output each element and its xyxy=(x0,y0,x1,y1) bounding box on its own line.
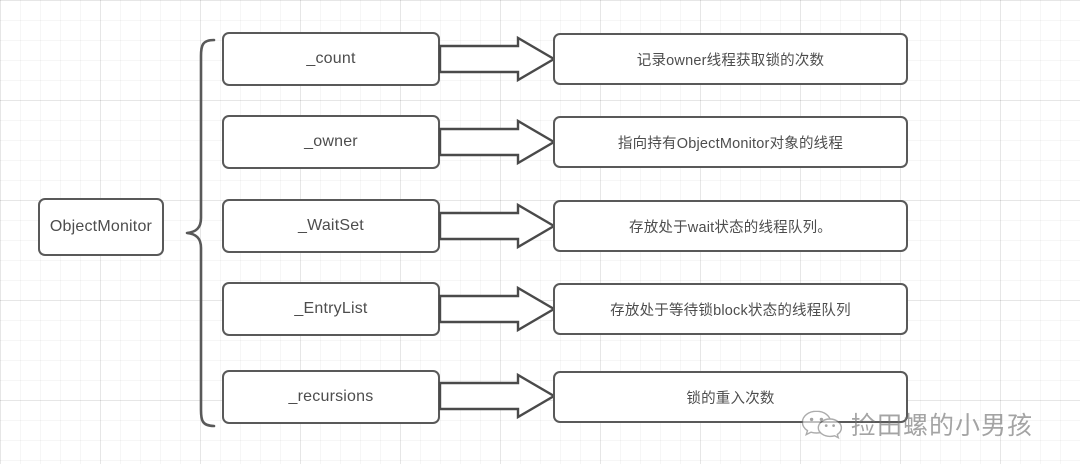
node-object-monitor[interactable]: ObjectMonitor xyxy=(38,198,164,256)
description-box-entrylist[interactable]: 存放处于等待锁block状态的线程队列 xyxy=(553,283,908,335)
curly-brace xyxy=(168,36,222,430)
field-label: _owner xyxy=(304,133,358,150)
field-label: _count xyxy=(306,50,356,67)
block-arrow-right-icon xyxy=(438,285,557,333)
description-label: 记录owner线程获取锁的次数 xyxy=(636,52,825,69)
description-label: 指向持有ObjectMonitor对象的线程 xyxy=(617,135,844,152)
field-box-entrylist[interactable]: _EntryList xyxy=(222,282,440,336)
node-object-monitor-label: ObjectMonitor xyxy=(49,218,153,235)
connector-arrow-entrylist xyxy=(438,285,557,333)
description-label: 存放处于等待锁block状态的线程队列 xyxy=(610,302,851,319)
block-arrow-right-icon xyxy=(438,35,557,83)
field-label: _recursions xyxy=(288,388,374,405)
description-box-count[interactable]: 记录owner线程获取锁的次数 xyxy=(553,33,908,85)
connector-arrow-waitset xyxy=(438,202,557,250)
connector-arrow-owner xyxy=(438,118,557,166)
field-box-recursions[interactable]: _recursions xyxy=(222,370,440,424)
description-box-owner[interactable]: 指向持有ObjectMonitor对象的线程 xyxy=(553,116,908,168)
connector-arrow-count xyxy=(438,35,557,83)
field-box-count[interactable]: _count xyxy=(222,32,440,86)
block-arrow-right-icon xyxy=(438,372,557,420)
connector-arrow-recursions xyxy=(438,372,557,420)
description-box-recursions[interactable]: 锁的重入次数 xyxy=(553,371,908,423)
field-label: _WaitSet xyxy=(298,217,364,234)
block-arrow-right-icon xyxy=(438,202,557,250)
field-box-owner[interactable]: _owner xyxy=(222,115,440,169)
curly-brace-icon xyxy=(185,38,216,428)
block-arrow-right-icon xyxy=(438,118,557,166)
field-label: _EntryList xyxy=(294,300,368,317)
field-box-waitset[interactable]: _WaitSet xyxy=(222,199,440,253)
description-box-waitset[interactable]: 存放处于wait状态的线程队列。 xyxy=(553,200,908,252)
description-label: 锁的重入次数 xyxy=(686,390,775,407)
description-label: 存放处于wait状态的线程队列。 xyxy=(629,219,832,236)
